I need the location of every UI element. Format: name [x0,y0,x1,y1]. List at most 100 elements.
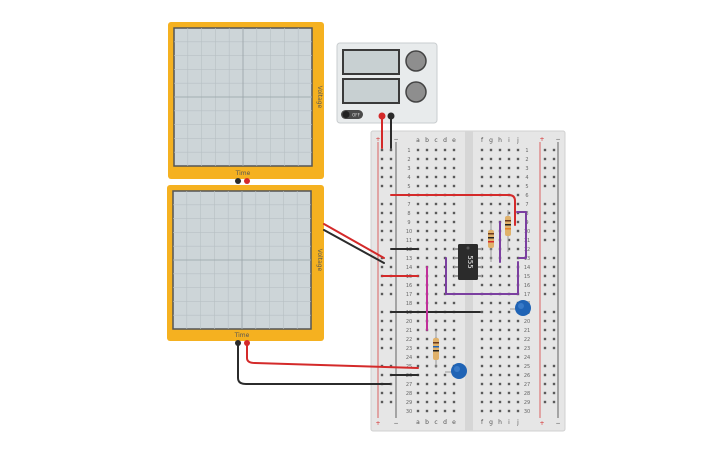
rail-hole[interactable] [552,175,556,179]
rail-hole[interactable] [552,391,556,395]
breadboard-hole[interactable] [416,337,420,341]
breadboard-hole[interactable] [443,373,447,377]
breadboard-hole[interactable] [434,283,438,287]
breadboard-hole[interactable] [416,256,420,260]
breadboard-hole[interactable] [452,328,456,332]
rail-hole[interactable] [380,346,384,350]
breadboard-hole[interactable] [489,184,493,188]
breadboard-hole[interactable] [416,328,420,332]
rail-hole[interactable] [552,319,556,323]
breadboard-hole[interactable] [443,328,447,332]
breadboard-hole[interactable] [507,400,511,404]
breadboard-hole[interactable] [516,373,520,377]
breadboard-hole[interactable] [416,283,420,287]
breadboard-hole[interactable] [452,409,456,413]
breadboard-hole[interactable] [434,265,438,269]
breadboard-hole[interactable] [443,355,447,359]
breadboard-hole[interactable] [480,202,484,206]
breadboard-hole[interactable] [480,229,484,233]
rail-hole[interactable] [552,400,556,404]
breadboard-hole[interactable] [507,157,511,161]
breadboard-hole[interactable] [516,409,520,413]
breadboard-hole[interactable] [452,400,456,404]
capacitor-1[interactable] [510,300,531,316]
breadboard-hole[interactable] [489,274,493,278]
rail-hole[interactable] [380,292,384,296]
rail-hole[interactable] [552,310,556,314]
breadboard-hole[interactable] [516,184,520,188]
breadboard-hole[interactable] [443,391,447,395]
breadboard-hole[interactable] [516,238,520,242]
breadboard-hole[interactable] [434,175,438,179]
breadboard-hole[interactable] [443,400,447,404]
breadboard-hole[interactable] [489,382,493,386]
breadboard-hole[interactable] [480,301,484,305]
breadboard-hole[interactable] [507,337,511,341]
rail-hole[interactable] [543,337,547,341]
rail-hole[interactable] [389,148,393,152]
breadboard-hole[interactable] [480,238,484,242]
rail-hole[interactable] [380,310,384,314]
breadboard-hole[interactable] [507,310,511,314]
breadboard-hole[interactable] [452,391,456,395]
breadboard-hole[interactable] [480,319,484,323]
breadboard-hole[interactable] [425,247,429,251]
breadboard-hole[interactable] [489,400,493,404]
breadboard-hole[interactable] [498,364,502,368]
breadboard-hole[interactable] [434,220,438,224]
breadboard-hole[interactable] [507,211,511,215]
breadboard-hole[interactable] [452,238,456,242]
rail-hole[interactable] [552,337,556,341]
rail-hole[interactable] [389,364,393,368]
breadboard-hole[interactable] [425,337,429,341]
breadboard-hole[interactable] [498,337,502,341]
breadboard-hole[interactable] [443,409,447,413]
breadboard-hole[interactable] [507,283,511,287]
breadboard-hole[interactable] [434,274,438,278]
wire-scope-top-negative[interactable] [323,229,385,264]
breadboard-hole[interactable] [443,319,447,323]
rail-hole[interactable] [552,202,556,206]
breadboard-hole[interactable] [443,166,447,170]
breadboard-hole[interactable] [516,157,520,161]
oscilloscope-bottom[interactable]: Time Voltage [167,185,324,346]
breadboard-hole[interactable] [416,364,420,368]
rail-hole[interactable] [389,337,393,341]
breadboard-hole[interactable] [452,301,456,305]
rail-hole[interactable] [389,292,393,296]
breadboard-hole[interactable] [452,166,456,170]
rail-hole[interactable] [543,319,547,323]
breadboard-hole[interactable] [480,220,484,224]
ic-555-chip[interactable]: 555 [454,244,482,280]
rail-hole[interactable] [380,319,384,323]
breadboard-hole[interactable] [480,337,484,341]
breadboard-hole[interactable] [443,337,447,341]
breadboard-hole[interactable] [489,166,493,170]
rail-hole[interactable] [552,283,556,287]
breadboard-hole[interactable] [498,328,502,332]
rail-hole[interactable] [389,184,393,188]
rail-hole[interactable] [380,373,384,377]
breadboard-hole[interactable] [498,310,502,314]
breadboard-hole[interactable] [452,346,456,350]
breadboard-hole[interactable] [443,382,447,386]
rail-hole[interactable] [552,274,556,278]
breadboard-hole[interactable] [516,202,520,206]
breadboard-hole[interactable] [443,220,447,224]
rail-hole[interactable] [389,346,393,350]
breadboard-hole[interactable] [425,373,429,377]
breadboard-hole[interactable] [443,301,447,305]
breadboard-hole[interactable] [489,265,493,269]
rail-hole[interactable] [543,382,547,386]
breadboard-hole[interactable] [425,202,429,206]
wire-scope-bottom-positive[interactable] [246,342,419,369]
breadboard-hole[interactable] [416,220,420,224]
rail-hole[interactable] [543,220,547,224]
rail-hole[interactable] [552,229,556,233]
rail-hole[interactable] [380,328,384,332]
breadboard-hole[interactable] [425,229,429,233]
breadboard-hole[interactable] [416,301,420,305]
breadboard-hole[interactable] [507,202,511,206]
rail-hole[interactable] [543,283,547,287]
